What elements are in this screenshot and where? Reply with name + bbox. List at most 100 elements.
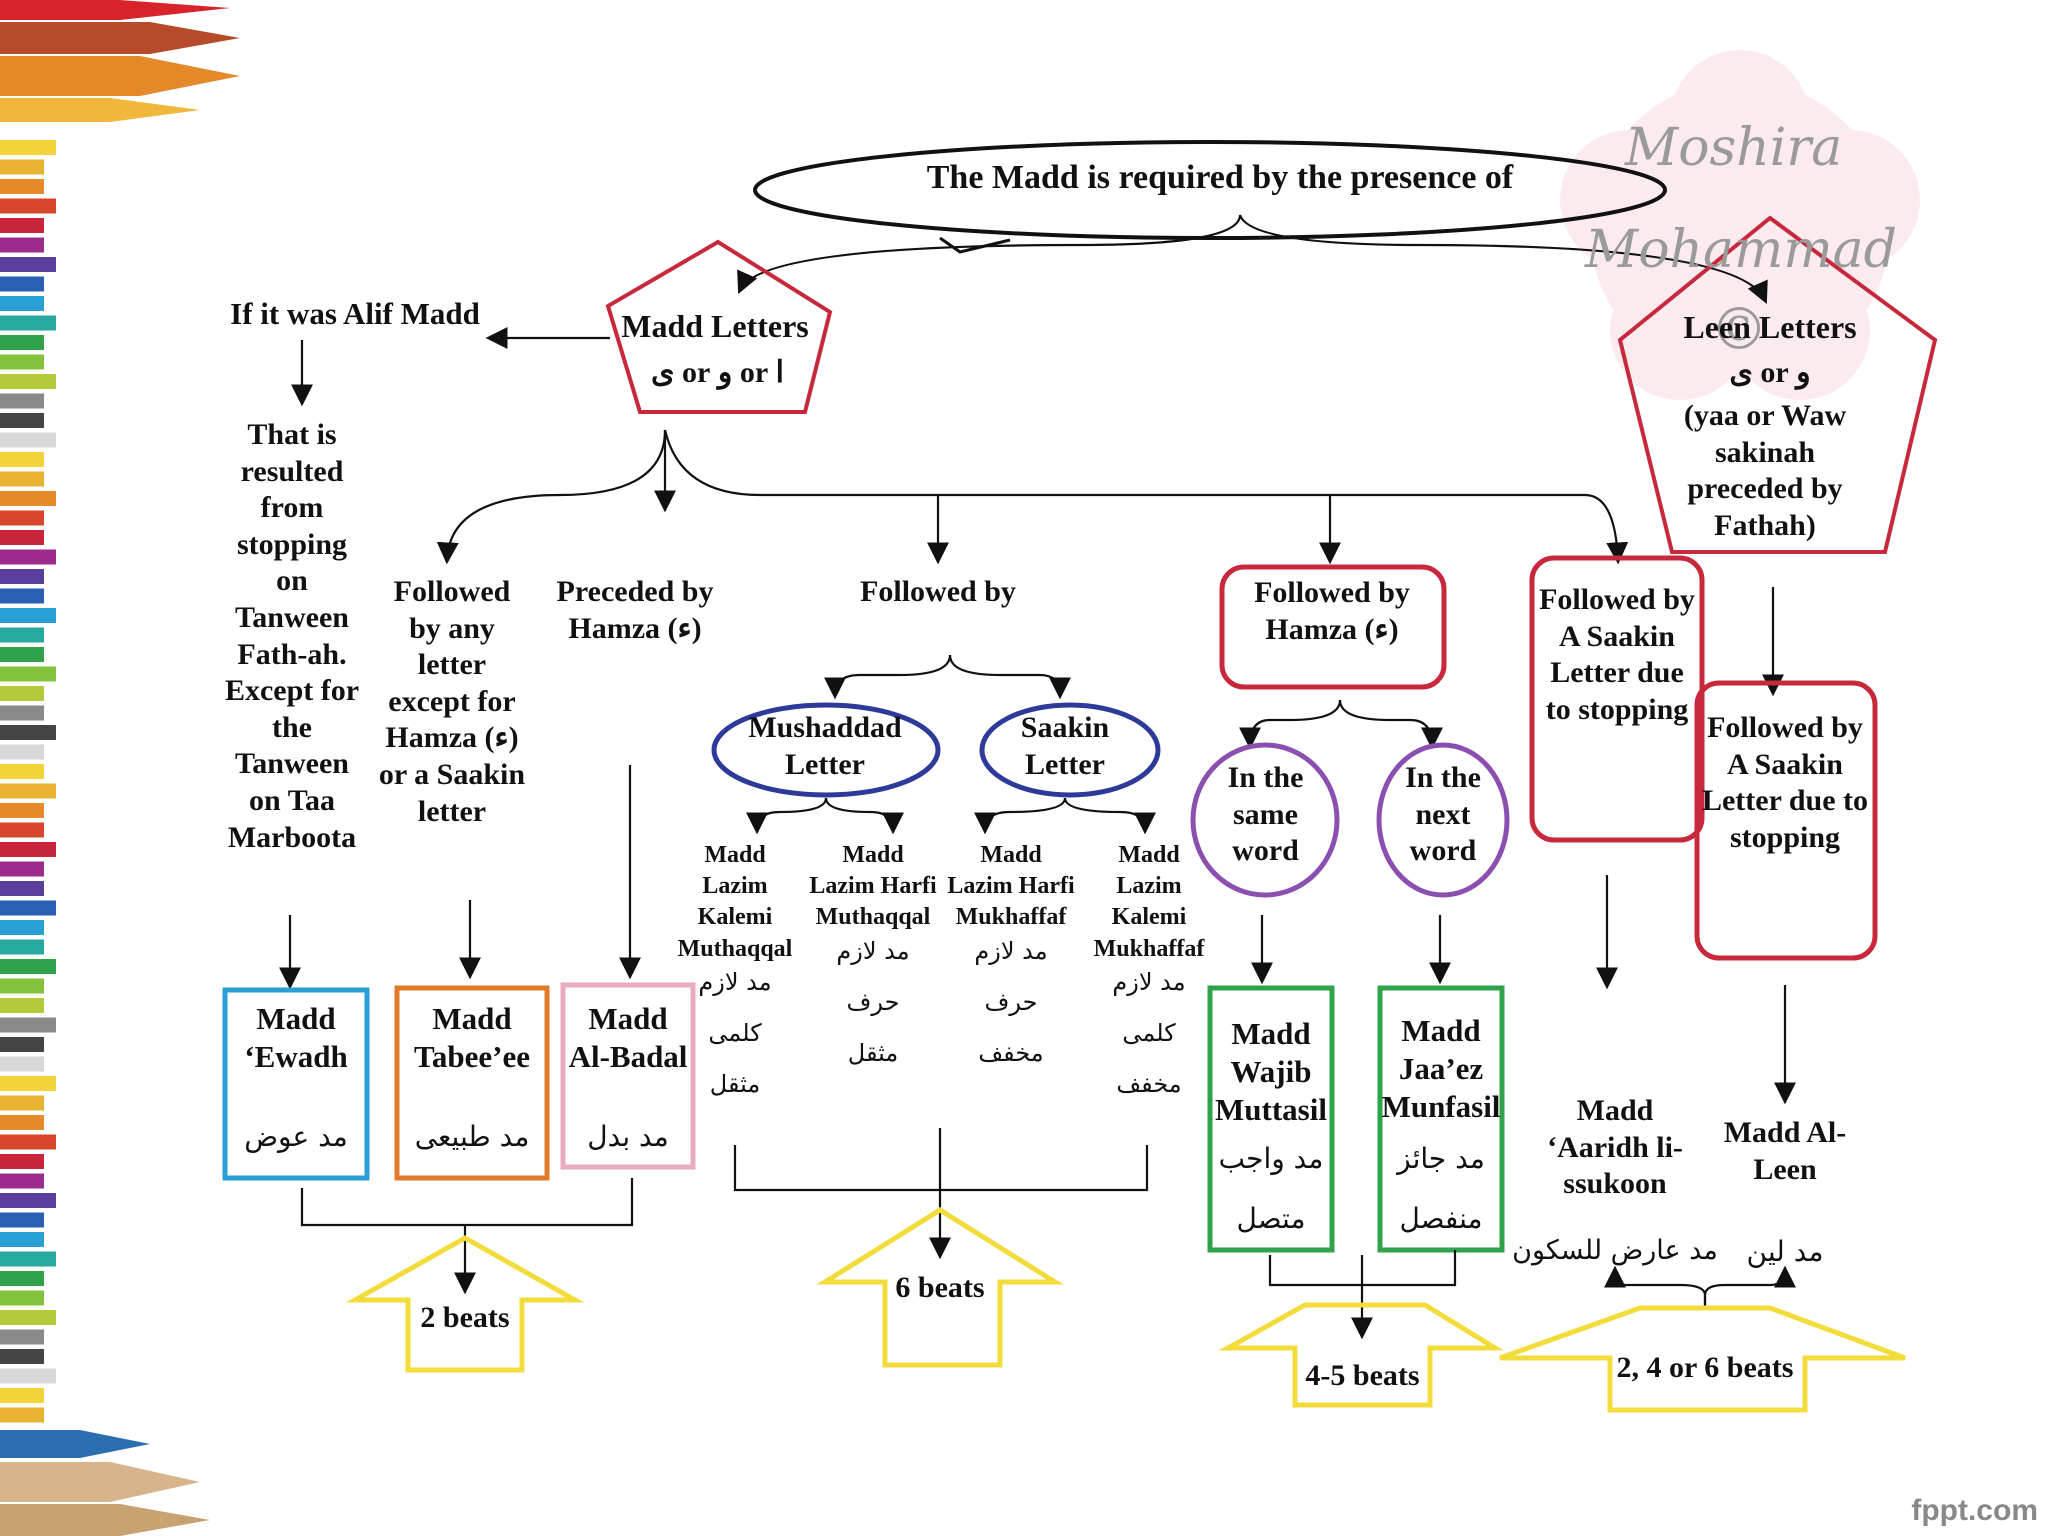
pencil-stripe (0, 159, 44, 175)
pencil-stripe (0, 1271, 44, 1286)
pencil-stripe (0, 666, 56, 682)
pencil-stripe (0, 627, 44, 643)
pencil-stripe (0, 978, 44, 994)
lazim-ar2-4: كلمى (1122, 1018, 1176, 1047)
lazim-ar2-2: حرف (846, 987, 900, 1016)
pencil-stripe (0, 1212, 44, 1228)
pencil-stripe (0, 569, 44, 584)
saakin-stop2-box (1694, 680, 1878, 961)
pencil-stripe (0, 1017, 56, 1033)
followed-by-text: Followed by (860, 575, 1016, 608)
pencil-stripe (0, 900, 56, 916)
wajib-arabic-1: مد واجب (1218, 1142, 1324, 1175)
lazim-ar3-3: مخفف (978, 1038, 1044, 1067)
ewadh-box (222, 987, 370, 1181)
next-word-text: In the next word (1405, 761, 1481, 868)
pencil-stripe (0, 920, 44, 935)
jaaez-arabic-1: مد جائز (1397, 1142, 1485, 1175)
followed-hamza-box (1219, 564, 1447, 690)
pencil-stripe (0, 393, 44, 409)
pencil-stripe (0, 939, 44, 955)
followed-hamza-text: Followed by Hamza (ء) (1254, 576, 1410, 646)
pencil-stripe (0, 452, 44, 467)
pencil-stripe (0, 354, 44, 370)
lazim-ar1-1: مد لازم (698, 967, 772, 996)
tabeee-label: Madd Tabee’ee (414, 1001, 530, 1074)
top-oval-shape (753, 140, 1667, 240)
lazim-ar3-2: مثقل (847, 1038, 899, 1067)
pencil-stripe (0, 842, 56, 857)
pencil-stripe (0, 1407, 44, 1423)
wajib-box (1207, 985, 1335, 1253)
pencil-stripe (0, 764, 44, 779)
pencil-stripe (0, 1368, 56, 1384)
beats-6-arrow (816, 1207, 1064, 1368)
pencil-stripe (0, 335, 44, 350)
pencil-stripe (0, 881, 44, 896)
same-word-ellipse (1190, 742, 1340, 898)
lazim-ar1-4: مد لازم (1112, 967, 1186, 996)
pencil-stripe (0, 705, 44, 721)
pencil-stripe (0, 198, 56, 214)
tabeee-box (394, 985, 550, 1181)
lazim-ar1-2: مد لازم (836, 936, 910, 965)
beats-246-label: 2, 4 or 6 beats (1616, 1351, 1794, 1384)
watermark-copyright-icon: © (1710, 295, 1768, 363)
pencil-stripe (0, 1076, 56, 1091)
leen-letters-desc: (yaa or Waw sakinah preceded by Fathah) (1683, 399, 1847, 542)
madd-letters-letters: ا or و or ى (651, 356, 784, 389)
leen-letters-shape (1617, 215, 1938, 554)
lazim-en-3: Madd Lazim Harfi Mukhaffaf (947, 842, 1075, 931)
beats-2-label: 2 beats (420, 1301, 510, 1334)
lazim-col-2: Madd Lazim Harfi Muthaqqal مد لازم حرف م… (808, 840, 938, 1069)
mushaddad-ellipse (711, 702, 941, 798)
leen-madd-label: Madd Al-Leen (1723, 1116, 1847, 1186)
pencil-stripe (0, 432, 56, 448)
mushaddad-text: Mushaddad Letter (748, 711, 902, 781)
alif-madd-text: If it was Alif Madd (230, 296, 480, 331)
pencil-stripe (0, 1115, 44, 1130)
madd-letters-shape (605, 239, 833, 414)
pencils-border (0, 140, 56, 1423)
jaaez-arabic-2: منفصل (1399, 1202, 1483, 1235)
pencil-stripe (0, 861, 44, 877)
wajib-arabic-2: متصل (1236, 1202, 1306, 1235)
pencil-stripe (0, 1251, 56, 1267)
leen-letters-title: Leen Letters (1683, 309, 1857, 345)
lazim-en-2: Madd Lazim Harfi Muthaqqal (809, 842, 937, 931)
leen-madd-arabic: مد لين (1746, 1235, 1824, 1268)
badal-label: Madd Al-Badal (568, 1001, 688, 1074)
lazim-ar2-1: كلمى (708, 1018, 762, 1047)
lazim-en-4: Madd Lazim Kalemi Mukhaffaf (1093, 842, 1205, 962)
pencil-stripe (0, 491, 56, 506)
leen-letters-letters: و or ى (1729, 356, 1811, 389)
lazim-en-1: Madd Lazim Kalemi Muthaqqal (677, 842, 793, 962)
pencil-stripe (0, 803, 44, 818)
pencil-stripe (0, 276, 44, 292)
tanween-text: That is resulted from stopping on Tanwee… (224, 418, 360, 854)
badal-arabic: مد بدل (587, 1120, 669, 1153)
pencil-stripe (0, 1095, 44, 1111)
pencil-stripe (0, 237, 44, 253)
ewadh-arabic: مد عوض (244, 1120, 348, 1153)
tabeee-arabic: مد طبيعى (414, 1120, 530, 1153)
next-word-ellipse (1376, 742, 1510, 898)
lazim-col-3: Madd Lazim Harfi Mukhaffaf مد لازم حرف م… (946, 840, 1076, 1069)
pencil-stripe (0, 1037, 44, 1052)
pencil-stripe (0, 413, 44, 428)
pencil-stripe (0, 530, 44, 545)
pencil-stripe (0, 1134, 56, 1150)
pencil-stripe (0, 959, 56, 974)
beats-45-arrow (1218, 1302, 1504, 1408)
saakin-stop1-text: Followed by A Saakin Letter due to stopp… (1539, 583, 1695, 726)
pencil-stripe (0, 1290, 44, 1306)
watermark-line1: Moshira (1625, 118, 1843, 178)
aaridh-arabic: مد عارض للسكون (1512, 1235, 1718, 1266)
wajib-label: Madd Wajib Muttasil (1215, 1016, 1327, 1127)
pencil-stripe (0, 1329, 44, 1345)
pencil-stripe (0, 744, 44, 760)
pencil-stripe (0, 471, 44, 487)
pencil-stripe (0, 218, 44, 233)
pencil-stripe (0, 374, 56, 389)
same-word-text: In the same word (1227, 761, 1304, 868)
